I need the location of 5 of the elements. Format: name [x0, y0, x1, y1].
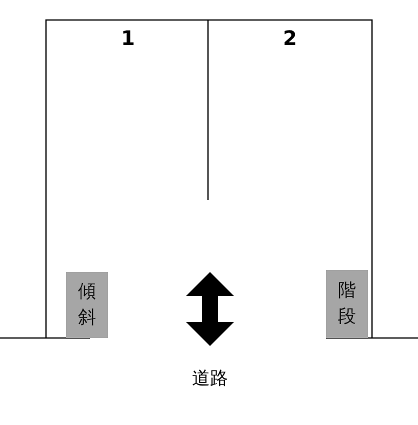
stairs-box: 階段 — [326, 270, 368, 338]
road-label: 道路 — [192, 367, 228, 390]
room-number: 2 — [283, 26, 297, 50]
room-number: 1 — [121, 26, 135, 50]
slope-box: 傾斜 — [66, 272, 108, 338]
